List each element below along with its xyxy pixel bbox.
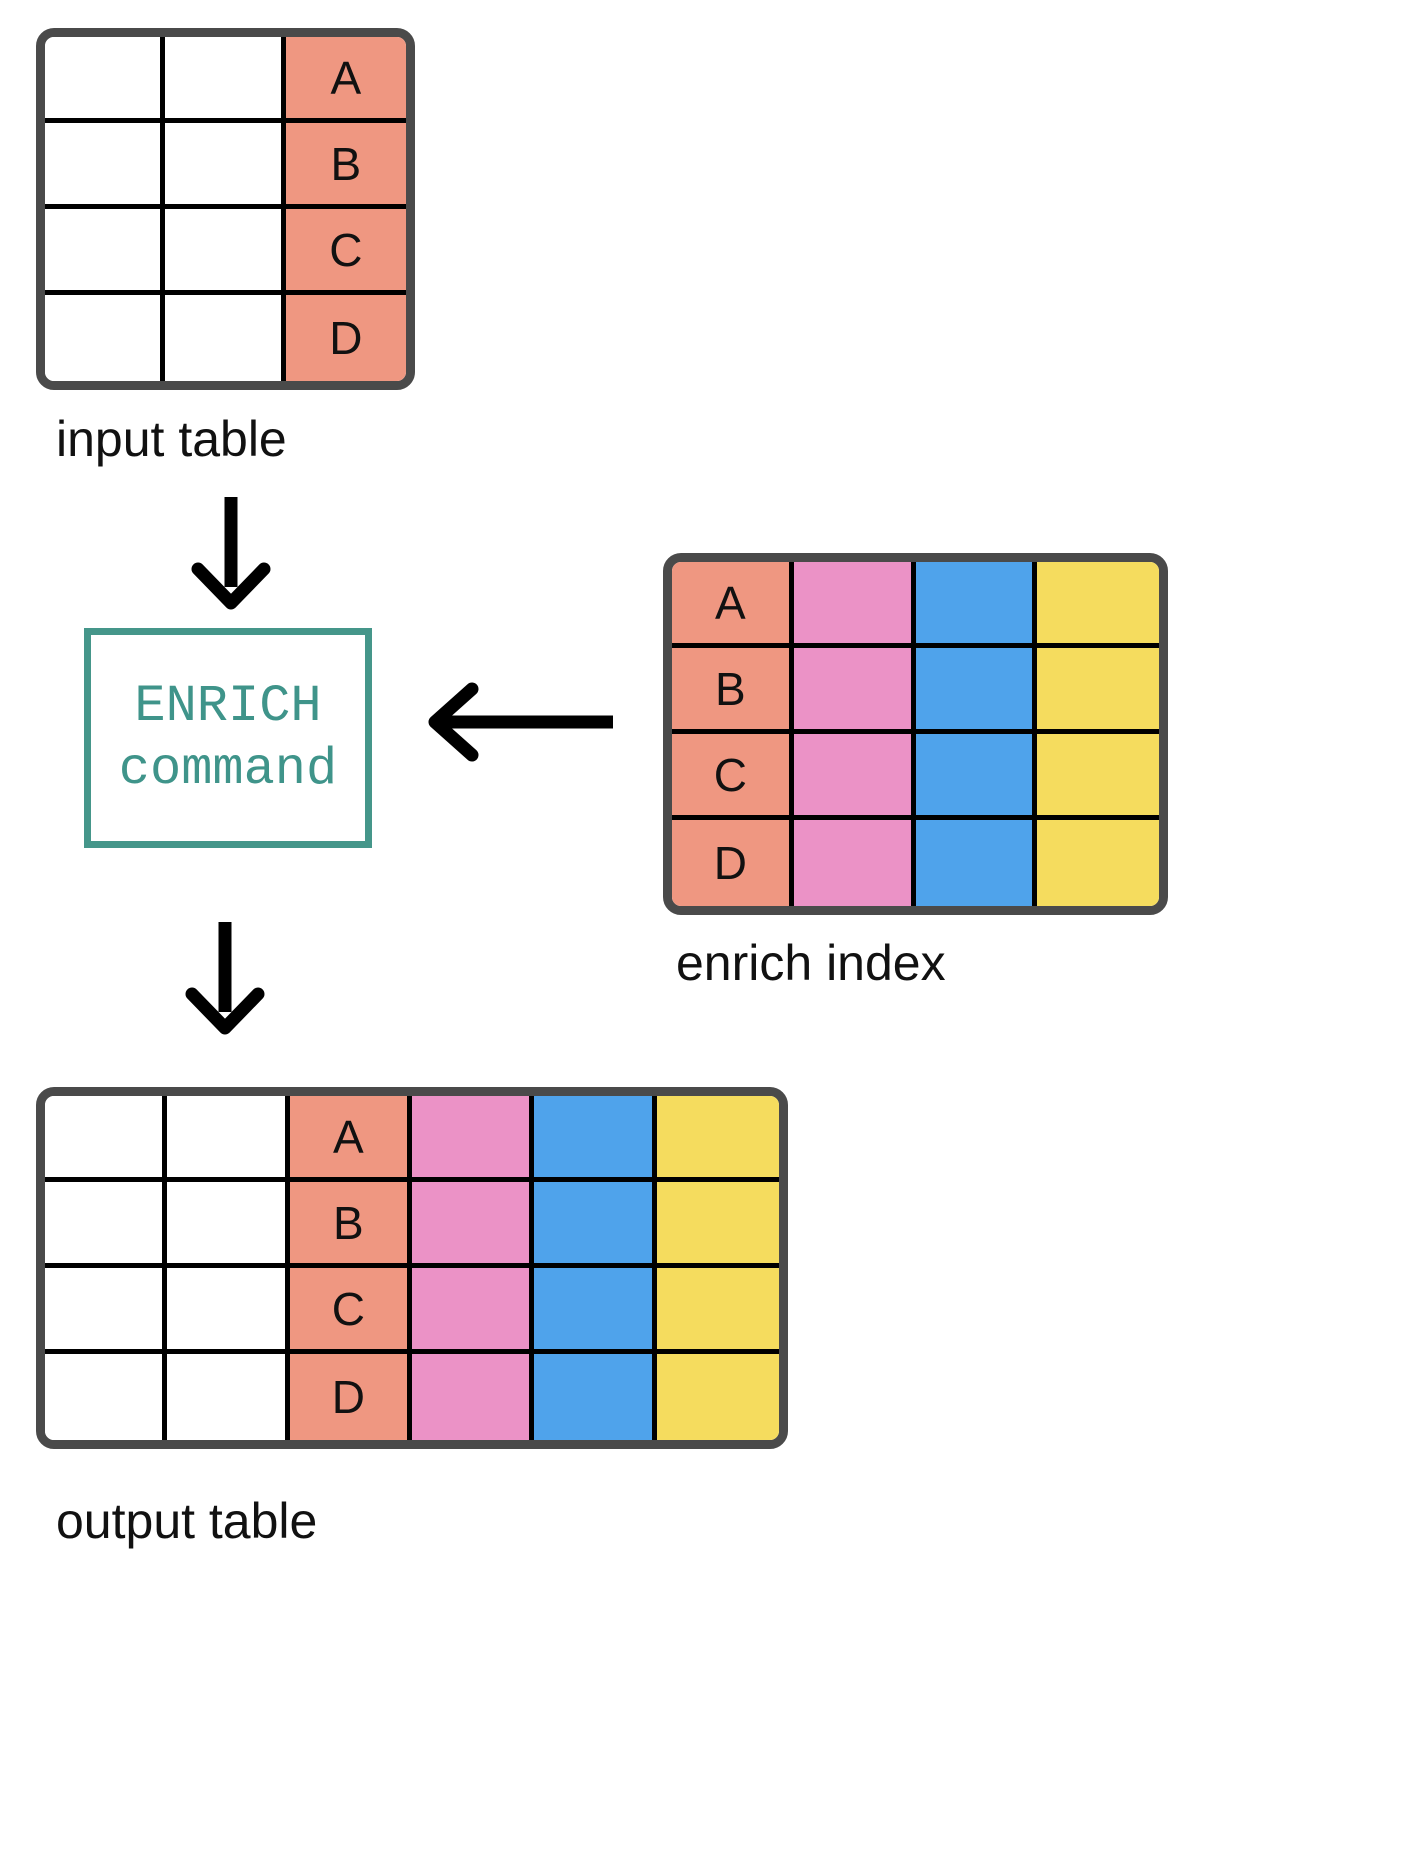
- output-table-cell-r3c3: C: [289, 1268, 412, 1354]
- output-table-cell-r3c5: [534, 1268, 657, 1354]
- output-table-cell-r1c1: [45, 1096, 168, 1182]
- input-table-cell-r3c2: [165, 209, 286, 295]
- input-table-cell-r2c3: B: [285, 123, 406, 209]
- output-table-cell-r4c5: [534, 1354, 657, 1440]
- input-table-cell-r1c1: [45, 37, 166, 123]
- output-table-cell-r1c6: [656, 1096, 779, 1182]
- output-table-cell-r1c4: [412, 1096, 535, 1182]
- input-table-cell-r4c2: [165, 295, 286, 381]
- output-table-cell-r4c2: [167, 1354, 290, 1440]
- output-table-cell-r2c5: [534, 1182, 657, 1268]
- enrich-index-cell-r2c4: [1037, 648, 1159, 734]
- output-table-cell-r3c6: [656, 1268, 779, 1354]
- enrich-index-cell-r4c3: [915, 820, 1038, 906]
- input-table-cell-r4c1: [45, 295, 166, 381]
- enrich-index-cell-r4c2: [793, 820, 916, 906]
- enrich-index-cell-r1c4: [1037, 562, 1159, 648]
- enrich-index-cell-r2c3: [915, 648, 1038, 734]
- output-table-cell-r3c4: [412, 1268, 535, 1354]
- enrich-index-cell-r1c2: [793, 562, 916, 648]
- output-table-cell-r2c3: B: [289, 1182, 412, 1268]
- output-table-cell-r2c1: [45, 1182, 168, 1268]
- enrich-index-cell-r1c3: [915, 562, 1038, 648]
- input-table-cell-r2c1: [45, 123, 166, 209]
- enrich-index-cell-r3c2: [793, 734, 916, 820]
- input-table-caption: input table: [56, 411, 287, 467]
- output-table-caption: output table: [56, 1493, 318, 1549]
- input-table-cell-r1c3: A: [285, 37, 406, 123]
- enrich-index-cell-r2c1: B: [672, 648, 794, 734]
- enrich-index-cell-r3c1: C: [672, 734, 794, 820]
- output-table-cell-r4c1: [45, 1354, 168, 1440]
- arrow-input-to-command: [176, 495, 286, 610]
- output-table-cell-r1c5: [534, 1096, 657, 1182]
- enrich-index-cell-r4c4: [1037, 820, 1159, 906]
- output-table-cell-r2c2: [167, 1182, 290, 1268]
- enrich-index-cell-r3c3: [915, 734, 1038, 820]
- enrich-index-cell-r2c2: [793, 648, 916, 734]
- input-table-cell-r3c3: C: [285, 209, 406, 295]
- input-table-cell-r4c3: D: [285, 295, 406, 381]
- enrich-index-caption: enrich index: [676, 935, 946, 991]
- output-table-cell-r3c2: [167, 1268, 290, 1354]
- output-table-cell-r4c6: [656, 1354, 779, 1440]
- enrich-command-box[interactable]: ENRICH command: [84, 628, 372, 848]
- output-table-cell-r4c4: [412, 1354, 535, 1440]
- enrich-command-line-1: ENRICH: [134, 676, 322, 736]
- arrow-command-to-output: [170, 920, 280, 1035]
- output-table-cell-r4c3: D: [289, 1354, 412, 1440]
- arrow-index-to-command: [420, 672, 615, 772]
- input-table-cell-r2c2: [165, 123, 286, 209]
- input-table-cell-r1c2: [165, 37, 286, 123]
- output-table-cell-r3c1: [45, 1268, 168, 1354]
- output-table-cell-r2c4: [412, 1182, 535, 1268]
- enrich-index-cell-r1c1: A: [672, 562, 794, 648]
- input-table-cell-r3c1: [45, 209, 166, 295]
- enrich-index-cell-r3c4: [1037, 734, 1159, 820]
- enrich-index-cell-r4c1: D: [672, 820, 794, 906]
- output-table-cell-r1c2: [167, 1096, 290, 1182]
- output-table-cell-r2c6: [656, 1182, 779, 1268]
- output-table-cell-r1c3: A: [289, 1096, 412, 1182]
- enrich-command-line-2: command: [118, 740, 338, 799]
